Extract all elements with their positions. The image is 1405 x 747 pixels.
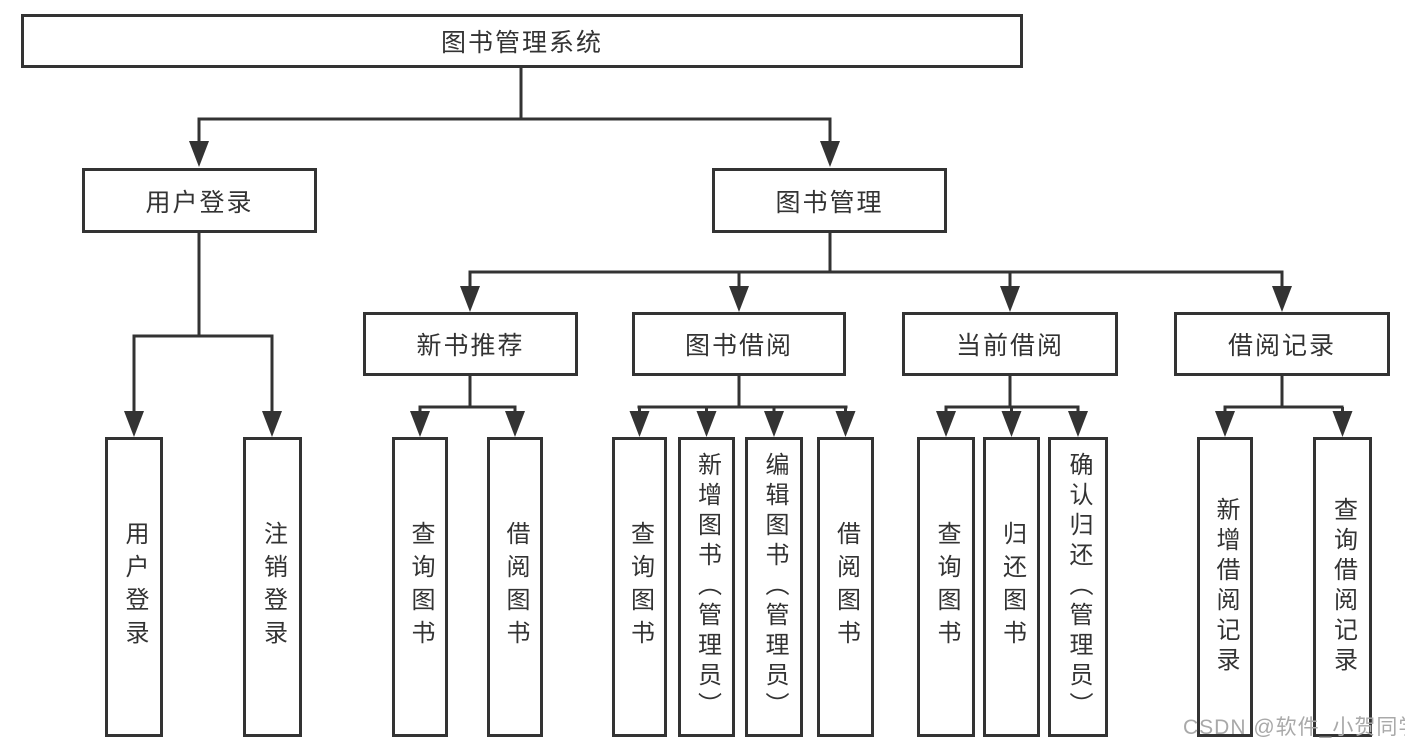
node-book-management-label: 图书管理 [775,188,884,217]
leaf-bb-query-books-label: 查询图书 [626,521,654,653]
leaf-nb-borrow-books-label: 借阅图书 [502,521,529,653]
leaf-logout: 注销登录 [243,437,302,737]
leaf-br-add-record-label: 新增借阅记录 [1212,497,1239,677]
node-current-borrowing-label: 当前借阅 [955,332,1064,360]
leaf-cb-confirm-return-admin: 确认归还（管理员） [1048,437,1108,737]
leaf-user-login: 用户登录 [105,437,163,737]
arrowhead-bb-borrow [835,411,856,437]
leaf-cb-return-books: 归还图书 [983,437,1040,737]
node-library-system-label: 图书管理系统 [440,29,603,57]
leaf-bb-borrow-books: 借阅图书 [817,437,874,737]
arrowhead-br-add [1215,411,1235,437]
arrowhead-leaf-logout [262,411,282,437]
arrowhead-bb-query [629,411,650,437]
node-user-login-label: 用户登录 [145,188,254,217]
arrowhead-cb-query [936,411,956,437]
leaf-bb-edit-books-admin-label: 编辑图书（管理员） [761,452,788,722]
node-borrow-records: 借阅记录 [1174,312,1390,376]
leaf-user-login-label: 用户登录 [121,521,148,653]
arrowhead-current-borrow [1000,286,1020,312]
node-borrow-records-label: 借阅记录 [1227,332,1336,360]
leaf-nb-borrow-books: 借阅图书 [487,437,543,737]
leaf-bb-add-books-admin: 新增图书（管理员） [678,437,735,737]
leaf-nb-query-books: 查询图书 [392,437,448,737]
node-user-login: 用户登录 [82,168,317,233]
arrowhead-cb-confirm [1068,411,1088,437]
arrowhead-nb-query [410,411,430,437]
leaf-br-add-record: 新增借阅记录 [1197,437,1253,737]
leaf-bb-borrow-books-label: 借阅图书 [832,521,860,653]
arrowhead-book-borrow [729,286,749,312]
leaf-cb-confirm-return-admin-label: 确认归还（管理员） [1065,452,1092,722]
arrowhead-new-books [460,286,480,312]
node-book-borrowing-label: 图书借阅 [684,332,793,360]
node-book-management: 图书管理 [712,168,947,233]
arrowhead-nb-borrow [505,411,525,437]
leaf-bb-edit-books-admin: 编辑图书（管理员） [745,437,803,737]
leaf-br-query-record: 查询借阅记录 [1313,437,1372,737]
arrowhead-book-mgmt [820,141,840,167]
leaf-cb-query-books: 查询图书 [917,437,975,737]
node-new-book-recommend-label: 新书推荐 [416,332,525,360]
node-library-system: 图书管理系统 [21,14,1023,68]
leaf-bb-add-books-admin-label: 新增图书（管理员） [693,452,721,722]
leaf-nb-query-books-label: 查询图书 [407,521,434,653]
arrowhead-cb-return [1001,411,1022,437]
arrowhead-bb-edit [764,411,784,437]
arrowhead-bb-add [696,411,717,437]
leaf-br-query-record-label: 查询借阅记录 [1329,497,1357,677]
leaf-cb-query-books-label: 查询图书 [933,521,960,653]
arrowhead-leaf-login [124,411,144,437]
node-book-borrowing: 图书借阅 [632,312,846,376]
csdn-watermark: CSDN @软件_小贺同学 [1183,716,1405,739]
leaf-logout-label: 注销登录 [259,521,287,653]
arrowhead-br-query [1332,411,1353,437]
arrowhead-borrow-records [1272,286,1292,312]
arrowhead-user-login [189,141,209,167]
leaf-cb-return-books-label: 归还图书 [998,521,1026,653]
node-new-book-recommend: 新书推荐 [363,312,578,376]
leaf-bb-query-books: 查询图书 [612,437,667,737]
node-current-borrowing: 当前借阅 [902,312,1118,376]
